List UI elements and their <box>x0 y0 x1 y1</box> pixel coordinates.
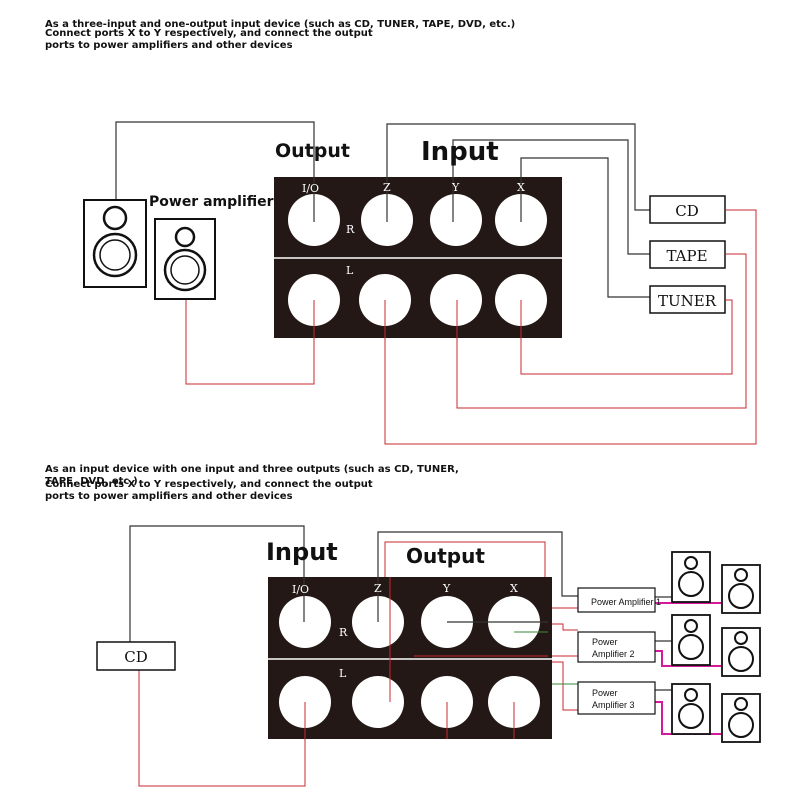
red-wire-y-to-amp2 <box>548 623 578 631</box>
bottom-row-label-l: L <box>339 667 347 680</box>
wire-output-to-speaker <box>115 121 315 215</box>
red-wire-output-to-amp <box>185 300 315 385</box>
speaker-pair-3 <box>671 683 761 743</box>
bottom-source-cd: CD <box>96 641 176 671</box>
top-input-heading: Input <box>421 137 499 167</box>
bottom-source-cd-label: CD <box>124 648 148 666</box>
power-amplifier-1-label: Power Amplifier 1 <box>591 597 661 607</box>
wire-y-to-tape <box>452 139 650 255</box>
speaker-woofer-icon <box>728 583 754 609</box>
top-source-cd-label: CD <box>675 202 699 220</box>
speaker-woofer-icon <box>163 248 207 292</box>
top-jack-y-r[interactable] <box>430 194 482 246</box>
bottom-jack-io-r[interactable] <box>279 596 331 648</box>
bottom-black-wires <box>129 525 672 691</box>
top-red-wires <box>185 209 757 445</box>
speaker-woofer-icon <box>92 232 138 278</box>
bottom-caption-line-1: As an input device with one input and th… <box>45 464 459 487</box>
top-caption-line-3: ports to power amplifiers and other devi… <box>45 40 293 51</box>
speaker-tweeter-icon <box>174 226 196 248</box>
power-amplifier-2-label-2: Amplifier 2 <box>592 649 635 659</box>
speaker-woofer-icon <box>678 703 704 729</box>
top-port-label-x: X <box>517 181 525 194</box>
speaker-woofer-icon <box>678 634 704 660</box>
top-source-tuner-label: TUNER <box>658 292 717 310</box>
power-amplifier-2: Power Amplifier 2 <box>577 631 656 663</box>
bottom-caption-line-2: Connect ports X to Y respectively, and c… <box>45 479 373 490</box>
power-amplifier-1: Power Amplifier 1 <box>577 587 661 613</box>
speaker-woofer-icon <box>678 571 704 597</box>
power-amplifier-2-label-1: Power <box>592 637 618 647</box>
top-port-label-y: Y <box>451 181 460 194</box>
bottom-row-label-r: R <box>339 626 348 639</box>
power-amplifier-3-label-1: Power <box>592 688 618 698</box>
wire-cd-to-input <box>129 525 305 642</box>
bottom-caption: As an input device with one input and th… <box>45 464 475 503</box>
top-speaker-1 <box>83 199 147 288</box>
speaker-woofer-icon <box>728 712 754 738</box>
top-port-label-z: Z <box>383 181 391 194</box>
bottom-port-label-z: Z <box>374 582 382 595</box>
wire-z-to-cd <box>386 123 650 215</box>
speaker-tweeter-icon <box>102 205 128 231</box>
bottom-caption-line-3: ports to power amplifiers and other devi… <box>45 491 293 502</box>
bottom-output-heading: Output <box>406 544 485 568</box>
speaker-woofer-icon <box>728 646 754 672</box>
bottom-port-label-y: Y <box>442 582 451 595</box>
bottom-input-heading: Input <box>266 538 338 566</box>
bottom-port-label-x: X <box>510 582 518 595</box>
bottom-port-label-io: I/O <box>292 583 309 596</box>
top-caption-line-1: As a three-input and one-output input de… <box>45 19 516 30</box>
speaker-pair-1 <box>671 551 761 614</box>
top-row-label-r: R <box>346 223 355 236</box>
red-wire-cd-to-io <box>138 670 306 787</box>
top-source-tuner: TUNER <box>649 285 726 314</box>
top-row-label-l: L <box>346 264 354 277</box>
magenta-wire-amp2 <box>655 650 722 667</box>
red-wire-x-to-amp3 <box>548 661 578 711</box>
speaker-tweeter-icon <box>684 688 698 702</box>
top-port-label-io: I/O <box>302 182 319 195</box>
speaker-tweeter-icon <box>734 697 748 711</box>
top-source-tape: TAPE <box>649 240 726 269</box>
red-wire-x-to-tuner <box>520 299 733 375</box>
top-caption: As a three-input and one-output input de… <box>45 19 565 52</box>
power-amplifier-3: Power Amplifier 3 <box>577 681 656 715</box>
top-source-tape-label: TAPE <box>666 247 707 265</box>
red-wire-y-to-tape <box>456 253 747 409</box>
bottom-jack-z-l[interactable] <box>352 676 404 728</box>
red-wire-z-to-cd <box>384 209 757 445</box>
bottom-diagram: I/O Z Y X R L Input Output CD Power Ampl… <box>96 525 761 787</box>
top-source-cd: CD <box>649 195 726 224</box>
wire-z-to-amp1 <box>377 531 578 618</box>
top-caption-line-2: Connect ports X to Y respectively, and c… <box>45 28 373 39</box>
speaker-tweeter-icon <box>684 556 698 570</box>
speaker-tweeter-icon <box>684 619 698 633</box>
top-amp-label: Power amplifier <box>149 194 274 210</box>
speaker-pair-2 <box>671 614 761 677</box>
top-diagram: I/O Z Y X R L Output Input Power amplifi… <box>83 121 757 445</box>
top-jack-y-l[interactable] <box>430 274 482 326</box>
top-output-heading: Output <box>275 140 350 162</box>
top-speaker-2 <box>154 218 216 300</box>
speaker-tweeter-icon <box>734 568 748 582</box>
power-amplifier-3-label-2: Amplifier 3 <box>592 700 635 710</box>
speaker-tweeter-icon <box>734 631 748 645</box>
